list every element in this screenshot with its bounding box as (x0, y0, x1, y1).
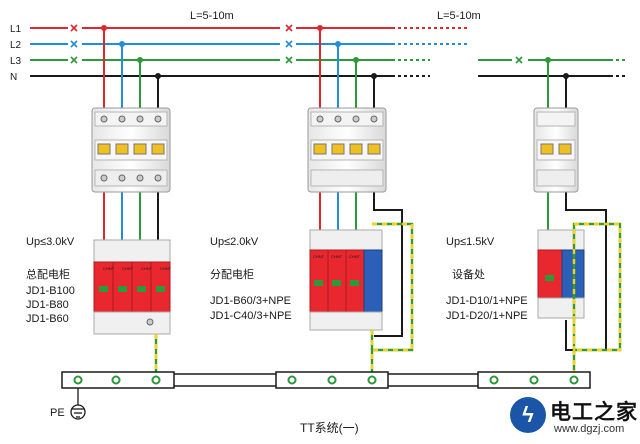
equipment-breaker (533, 107, 579, 193)
distribution-spd: CHNT CHNT CHNT (309, 229, 383, 331)
stage2-model-2: JD1-C40/3+NPE (210, 310, 292, 322)
spd-brand-1c: CHNT (141, 266, 153, 271)
pe-label: PE (50, 407, 65, 419)
brand-url: www.dgzj.com (554, 423, 625, 435)
stage1-model-3: JD1-B60 (26, 313, 69, 325)
distance-label-1: L=5-10m (190, 10, 234, 22)
main-breaker-2 (307, 107, 387, 193)
stage3-model-2: JD1-D20/1+NPE (446, 310, 528, 322)
switch-marks (70, 24, 523, 64)
equipment-spd (537, 229, 585, 319)
stage1-model-2: JD1-B80 (26, 299, 69, 311)
stage1-model-1: JD1-B100 (26, 285, 75, 297)
main-breaker (91, 107, 171, 193)
stage2-title: 分配电柜 (210, 269, 254, 281)
earth-bar-1 (61, 371, 175, 389)
spd-brand-1d: CHNT (160, 266, 172, 271)
stage2-up: Up≤2.0kV (210, 236, 259, 248)
bus-label-l1: L1 (10, 24, 22, 35)
brand-name: 电工之家 (550, 401, 638, 424)
spd-brand-2b: CHNT (331, 254, 343, 259)
stage2-model-1: JD1-B60/3+NPE (210, 295, 292, 307)
brand-watermark: ϟ 电工之家 www.dgzj.com (510, 393, 638, 441)
stage3-wiring (547, 60, 607, 351)
stage3-model-1: JD1-D10/1+NPE (446, 295, 528, 307)
bus-labels: L1 L2 L3 N (10, 24, 22, 83)
lightning-logo-icon: ϟ (510, 397, 546, 433)
bus-lines (30, 24, 628, 79)
junction-dots (101, 25, 569, 79)
spd-brand-2c: CHNT (349, 254, 361, 259)
earth-bar-2 (275, 371, 389, 389)
caption: TT系统(一) (300, 421, 359, 435)
spd-brand-1a: CHNT (103, 266, 115, 271)
spd-brand-1b: CHNT (122, 266, 134, 271)
bus-label-n: N (10, 72, 17, 83)
stage2-wiring (319, 28, 403, 337)
bus-label-l2: L2 (10, 40, 22, 51)
stage1-title: 总配电柜 (26, 269, 70, 281)
distance-label-2: L=5-10m (437, 10, 481, 22)
ground-icon (70, 388, 86, 420)
earth-bus (174, 373, 478, 387)
stage3-up: Up≤1.5kV (446, 236, 495, 248)
pe-conductors (154, 222, 622, 372)
main-spd: CHNT CHNT CHNT CHNT (93, 239, 172, 335)
stage1-wiring (103, 28, 159, 244)
spd-brand-2a: CHNT (313, 254, 325, 259)
stage1-up: Up≤3.0kV (26, 236, 75, 248)
stage3-title: 设备处 (452, 269, 485, 281)
bus-label-l3: L3 (10, 56, 22, 67)
earth-bar-3 (477, 371, 591, 389)
